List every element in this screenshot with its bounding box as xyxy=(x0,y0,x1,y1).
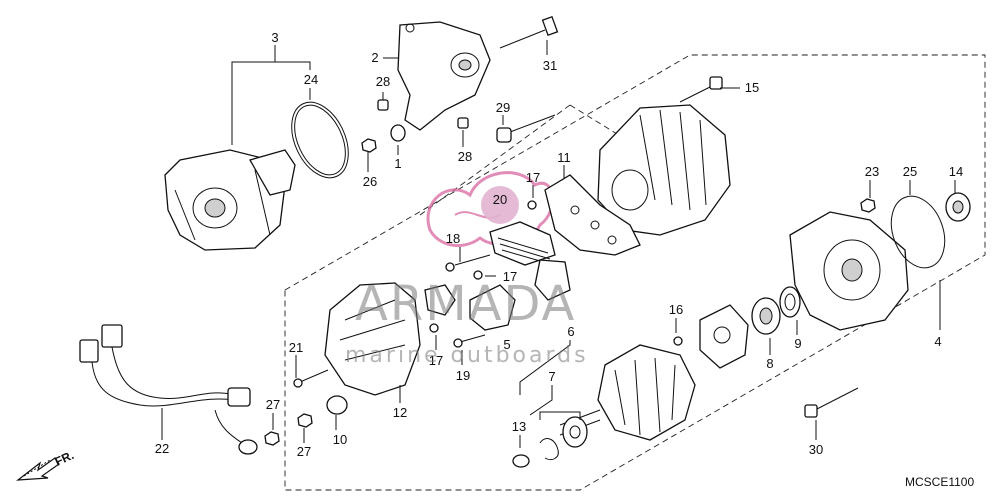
terminal-part xyxy=(424,284,456,316)
callout-4: 4 xyxy=(934,334,941,349)
callout-6: 6 xyxy=(567,324,574,339)
alternator-housing-part xyxy=(597,104,731,236)
diagram-code: MCSCE1100 xyxy=(905,475,974,489)
callout-2: 2 xyxy=(371,50,378,65)
screw-21-part xyxy=(293,369,329,388)
o-ring-25-part xyxy=(890,195,946,269)
screw-16-part xyxy=(673,336,683,346)
brush-holder-part xyxy=(469,284,516,331)
callout-8: 8 xyxy=(766,356,773,371)
callout-9: 9 xyxy=(794,336,801,351)
callout-28b: 28 xyxy=(458,149,472,164)
bolt-31-part xyxy=(499,15,559,49)
seal-9-part xyxy=(779,286,801,318)
screw-17-part xyxy=(527,200,537,210)
rear-cover-part xyxy=(324,282,421,396)
callout-12: 12 xyxy=(393,405,407,420)
collar-part xyxy=(390,124,406,142)
callout-19: 19 xyxy=(456,368,470,383)
bolt-29-part xyxy=(496,114,556,143)
screw-17-part xyxy=(473,270,483,280)
nut-part xyxy=(361,138,377,153)
bracket-part xyxy=(397,21,491,131)
front-direction-arrow-icon xyxy=(16,457,60,481)
watermark-tagline: marine outboards xyxy=(345,343,589,368)
screw-19-part xyxy=(453,334,486,348)
screw-18-part xyxy=(445,254,491,272)
nut-27-part xyxy=(297,413,313,428)
ring-13-part xyxy=(512,454,530,468)
callout-15: 15 xyxy=(745,80,759,95)
callout-10: 10 xyxy=(333,432,347,447)
callout-20: 20 xyxy=(493,192,507,207)
callout-13: 13 xyxy=(512,419,526,434)
callout-25: 25 xyxy=(903,164,917,179)
callout-28: 28 xyxy=(376,74,390,89)
grommet-part xyxy=(326,395,348,415)
bolt-15-part xyxy=(679,76,723,103)
callout-27a: 27 xyxy=(266,397,280,412)
callout-29: 29 xyxy=(496,100,510,115)
callout-30: 30 xyxy=(809,442,823,457)
callout-18: 18 xyxy=(446,231,460,246)
callout-3: 3 xyxy=(271,30,278,45)
bearing-part xyxy=(562,416,588,448)
callout-16: 16 xyxy=(669,302,683,317)
bolt-30-part xyxy=(804,387,859,418)
callout-31: 31 xyxy=(543,58,557,73)
screw-17-part xyxy=(429,323,439,333)
leader-lines xyxy=(161,40,956,448)
nut-27-part xyxy=(264,431,280,446)
assembly-outline xyxy=(284,54,986,491)
callout-27b: 27 xyxy=(297,444,311,459)
callout-1: 1 xyxy=(394,156,401,171)
callout-14: 14 xyxy=(949,164,963,179)
callout-7: 7 xyxy=(548,369,555,384)
rectifier-part xyxy=(544,174,641,256)
callout-5: 5 xyxy=(503,337,510,352)
nut-23-part xyxy=(860,198,876,213)
direction-label: FR. xyxy=(53,448,76,469)
callout-22: 22 xyxy=(155,441,169,456)
callout-17c: 17 xyxy=(429,353,443,368)
callout-24: 24 xyxy=(304,72,318,87)
rear-housing-part xyxy=(789,211,909,331)
highlight-circle xyxy=(481,186,519,224)
snap-ring-part xyxy=(539,438,559,461)
watermark-brand: ARMADA xyxy=(355,276,576,332)
callout-26: 26 xyxy=(363,174,377,189)
retainer-plate-part xyxy=(699,304,749,369)
regulator-part xyxy=(489,221,571,301)
front-housing-part xyxy=(164,149,296,251)
o-ring-part xyxy=(291,101,349,179)
dowel-part xyxy=(457,117,469,129)
dowel-part xyxy=(377,99,389,111)
callout-17a: 17 xyxy=(526,170,540,185)
callout-17b: 17 xyxy=(503,269,517,284)
wire-harness-part xyxy=(79,324,258,455)
callout-11: 11 xyxy=(557,150,571,165)
callout-21: 21 xyxy=(289,340,303,355)
callout-23: 23 xyxy=(865,164,879,179)
